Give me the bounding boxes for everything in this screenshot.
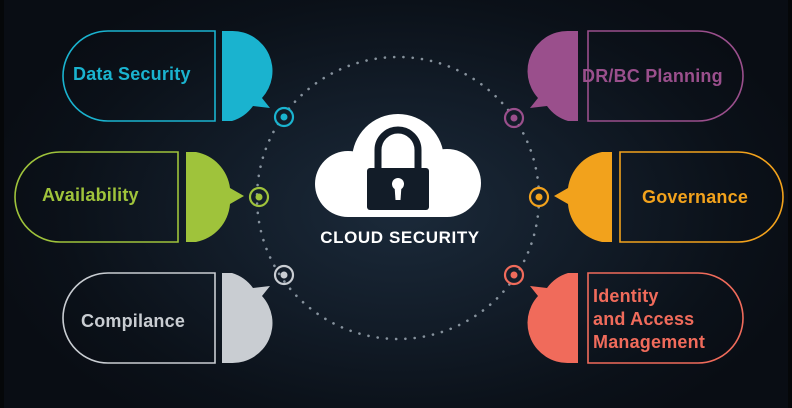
node-marker-ring	[248, 186, 270, 208]
node-outline	[62, 30, 216, 122]
node-marker-dot	[280, 271, 288, 279]
node-governance	[528, 151, 784, 243]
node-outline	[14, 151, 179, 243]
node-outline	[587, 30, 744, 122]
node-data-security	[62, 30, 295, 128]
label-identity-access-management: Identity and Access Management	[593, 286, 706, 352]
node-speech-tab	[527, 273, 578, 364]
node-speech-tab	[527, 30, 578, 122]
node-marker-ring	[273, 106, 295, 128]
node-marker-ring	[503, 107, 525, 129]
node-compliance	[62, 264, 295, 364]
node-speech-tab	[222, 273, 273, 364]
node-marker-dot	[535, 193, 543, 201]
node-marker-ring	[528, 186, 550, 208]
node-speech-tab	[554, 152, 612, 242]
node-marker-dot	[510, 114, 518, 122]
label-availability: Availability	[42, 185, 139, 205]
node-drbc-planning	[503, 30, 744, 129]
label-drbc-planning: DR/BC Planning	[582, 66, 723, 86]
node-speech-tab	[186, 152, 244, 242]
node-availability	[14, 151, 270, 243]
left-frame-bar	[0, 0, 4, 408]
node-speech-tab	[222, 30, 273, 122]
label-data-security: Data Security	[73, 64, 191, 84]
right-frame-bar	[788, 0, 792, 408]
node-outline	[62, 272, 216, 364]
node-marker-dot	[255, 193, 263, 201]
node-outline	[587, 272, 744, 364]
label-governance: Governance	[642, 187, 749, 207]
node-marker-dot	[510, 271, 518, 279]
node-marker-dot	[280, 113, 288, 121]
label-compliance: Compilance	[81, 311, 186, 331]
node-outline	[619, 151, 784, 243]
node-identity-access	[503, 264, 744, 364]
padlock-icon	[367, 126, 429, 210]
center-title: CLOUD SECURITY	[320, 228, 480, 247]
node-marker-ring	[273, 264, 295, 286]
node-marker-ring	[503, 264, 525, 286]
cloud-lock-icon	[315, 114, 481, 217]
